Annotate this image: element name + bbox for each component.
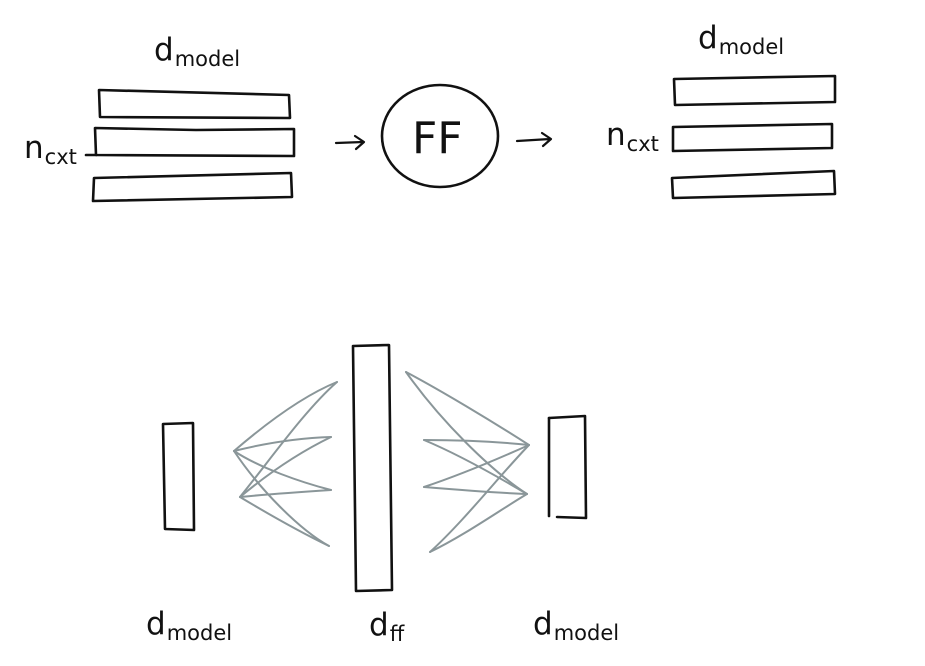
connection-line	[239, 489, 332, 498]
connection-line	[239, 381, 338, 498]
connection-line	[233, 450, 332, 491]
connection-line	[233, 450, 330, 547]
output-ncxt-label: ncxt	[606, 117, 659, 156]
layer-input-model	[161, 421, 196, 532]
label-subscript: cxt	[44, 145, 77, 169]
connection-line	[239, 436, 332, 498]
label-subscript: model	[166, 621, 233, 645]
label-main: n	[24, 130, 44, 166]
label-subscript: model	[174, 47, 241, 71]
connection-line	[233, 381, 338, 452]
label-main: n	[606, 117, 626, 153]
ff-circle	[380, 83, 500, 189]
label-main: d	[146, 606, 166, 642]
connections-out	[405, 371, 530, 553]
input-ncxt-label: ncxt	[24, 130, 77, 169]
label-main: d	[533, 606, 553, 642]
layer-output-model	[547, 414, 588, 520]
connections-in	[233, 381, 338, 547]
input-row-2	[93, 126, 296, 158]
ff-block: FF	[380, 83, 500, 189]
label-subscript: ff	[389, 622, 405, 646]
layer-label-hidden: dff	[369, 607, 405, 646]
input-layer-box	[161, 421, 196, 532]
connection-line	[423, 486, 528, 495]
connection-line	[239, 496, 330, 547]
label-main: d	[154, 32, 174, 68]
input-dmodel-label: dmodel	[154, 32, 241, 71]
input-matrix	[84, 88, 296, 203]
connection-line	[405, 371, 528, 495]
output-row-2	[671, 122, 834, 153]
label-main: d	[369, 607, 389, 643]
output-dmodel-label: dmodel	[698, 20, 785, 59]
label-main: d	[698, 20, 718, 56]
label-subscript: model	[553, 621, 620, 645]
label-subscript: model	[718, 35, 785, 59]
output-row-1	[672, 74, 837, 107]
connection-line	[429, 444, 530, 553]
output-matrix	[670, 74, 837, 200]
connection-line	[423, 439, 530, 446]
hidden-layer-box	[351, 343, 394, 593]
connection-line	[423, 444, 530, 488]
arrow-from-ff	[515, 131, 553, 148]
connection-line	[405, 371, 530, 446]
input-row-3	[91, 171, 294, 203]
output-row-3	[670, 169, 837, 200]
output-layer-box	[547, 414, 588, 520]
input-row-1	[97, 88, 292, 120]
layer-label-output: dmodel	[533, 606, 620, 645]
layer-label-input: dmodel	[146, 606, 233, 645]
ff-label: FF	[412, 113, 463, 164]
label-subscript: cxt	[626, 132, 659, 156]
arrow-to-ff	[334, 134, 366, 151]
layer-hidden-ff	[351, 343, 394, 593]
connection-line	[429, 493, 528, 553]
